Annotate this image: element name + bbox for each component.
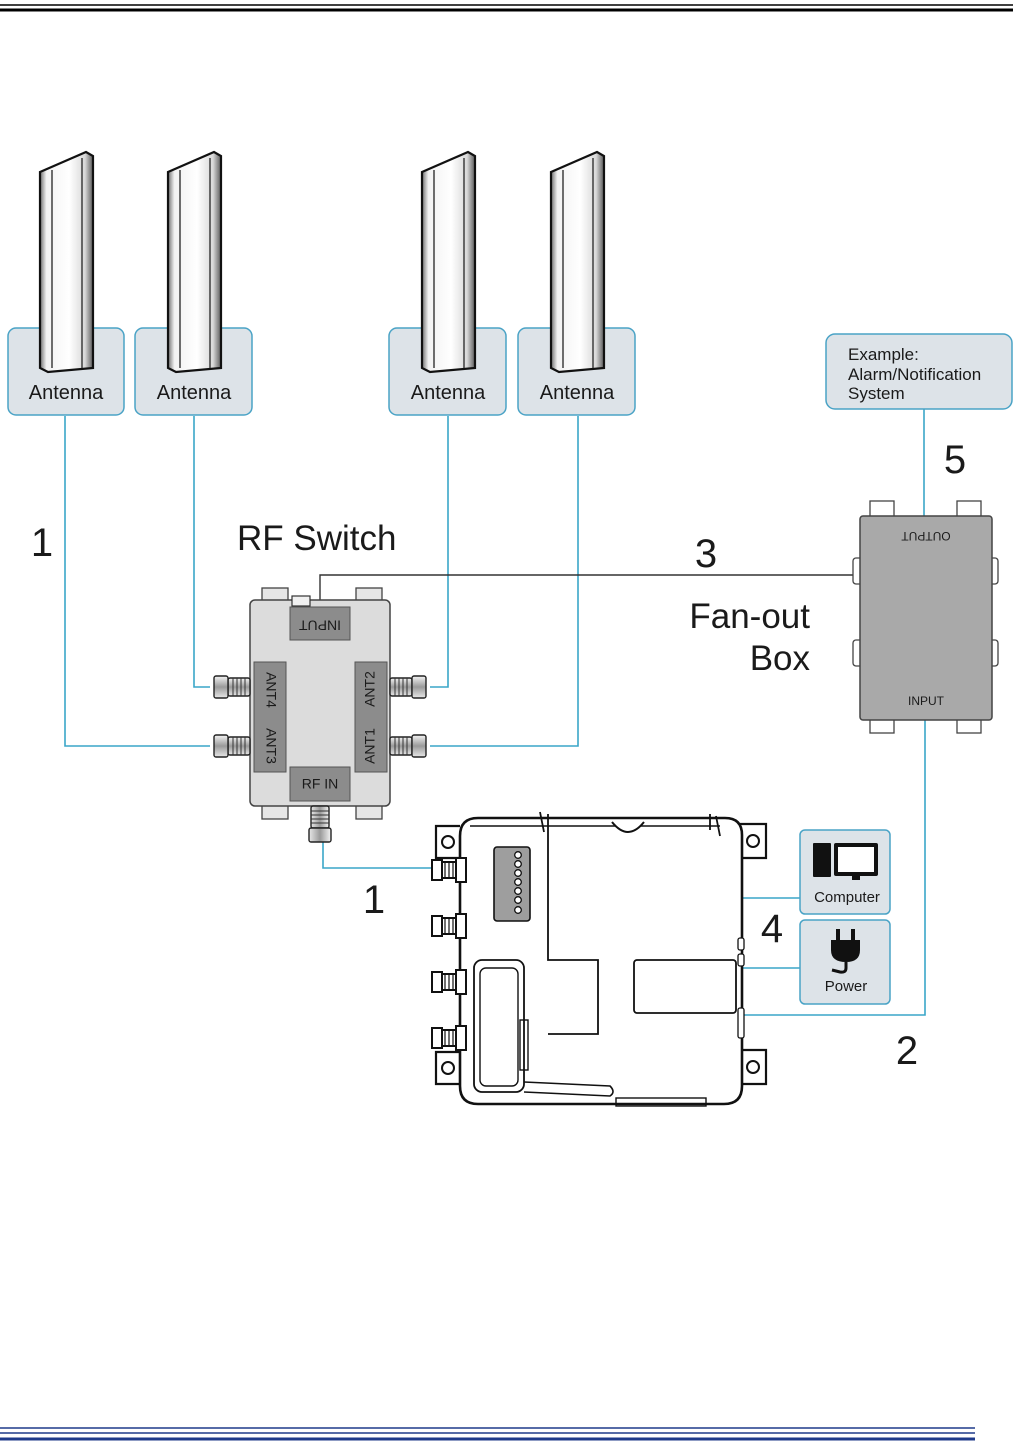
- cable-number-antenna: 1: [31, 521, 53, 565]
- rf-switch-ant3-label: ANT3: [263, 728, 279, 764]
- cable-antenna-2: [194, 416, 210, 687]
- rf-switch-ant2-label: ANT2: [362, 671, 378, 707]
- antenna-1: Antenna: [8, 152, 124, 415]
- notification-line2: Alarm/Notification: [848, 365, 981, 384]
- cable-antenna-4: [430, 416, 578, 746]
- cable-number-reader: 1: [363, 878, 385, 922]
- rf-switch: RF Switch INPUT ANT4 ANT3 ANT2 ANT1 RF I…: [214, 519, 426, 842]
- antenna-label: Antenna: [29, 382, 104, 404]
- fanout-box: Fan-out Box OUTPUT INPUT: [689, 501, 998, 733]
- monitor-icon: [834, 843, 878, 880]
- rf-switch-rfin-label: RF IN: [302, 776, 339, 792]
- notification-line1: Example:: [848, 345, 919, 364]
- rf-switch-connector-ant3: [214, 735, 250, 757]
- notification-system: Example: Alarm/Notification System: [826, 334, 1012, 409]
- power-label: Power: [825, 978, 868, 995]
- rfid-reader: [432, 812, 766, 1106]
- reader-led-panel: [494, 847, 530, 921]
- reader-antenna-port-4: [432, 1026, 466, 1050]
- page-footer-rule: [0, 1428, 975, 1439]
- fanout-input-label: INPUT: [908, 694, 945, 708]
- fanout-title-line2: Box: [750, 639, 811, 678]
- computer-label: Computer: [814, 889, 880, 906]
- antenna-2: Antenna: [135, 152, 252, 415]
- cable-rfin-reader: [323, 840, 435, 868]
- cable-number-gpio: 2: [896, 1029, 918, 1073]
- cable-antenna-3: [430, 416, 448, 687]
- fanout-output-label: OUTPUT: [901, 529, 951, 543]
- notification-line3: System: [848, 384, 905, 403]
- rf-switch-connector-ant2: [390, 676, 426, 698]
- fanout-title-line1: Fan-out: [689, 597, 810, 636]
- antenna-4: Antenna: [518, 152, 635, 415]
- rf-switch-connector-ant1: [390, 735, 426, 757]
- antenna-label: Antenna: [157, 382, 232, 404]
- rf-switch-input-label: INPUT: [299, 617, 341, 633]
- antenna-label: Antenna: [411, 382, 486, 404]
- rf-switch-title: RF Switch: [237, 519, 396, 558]
- fanout-box-body: [860, 516, 992, 720]
- cable-antenna-1: [65, 416, 210, 746]
- rf-switch-connector-ant4: [214, 676, 250, 698]
- computer-tower-icon: [813, 843, 831, 877]
- rf-switch-connector-rfin: [309, 806, 331, 842]
- reader-antenna-port-3: [432, 970, 466, 994]
- page-header-rule: [0, 5, 1013, 10]
- rf-switch-ant1-label: ANT1: [362, 728, 378, 764]
- cable-number-output: 5: [944, 438, 966, 482]
- reader-antenna-port-2: [432, 914, 466, 938]
- computer: Computer: [800, 830, 890, 914]
- antenna-label: Antenna: [540, 382, 615, 404]
- rf-switch-ant4-label: ANT4: [263, 672, 279, 708]
- antenna-3: Antenna: [389, 152, 506, 415]
- cable-number-switch-control: 3: [695, 532, 717, 576]
- reader-antenna-port-1: [432, 858, 466, 882]
- cable-number-computer-power: 4: [761, 907, 783, 951]
- power: Power: [800, 920, 890, 1004]
